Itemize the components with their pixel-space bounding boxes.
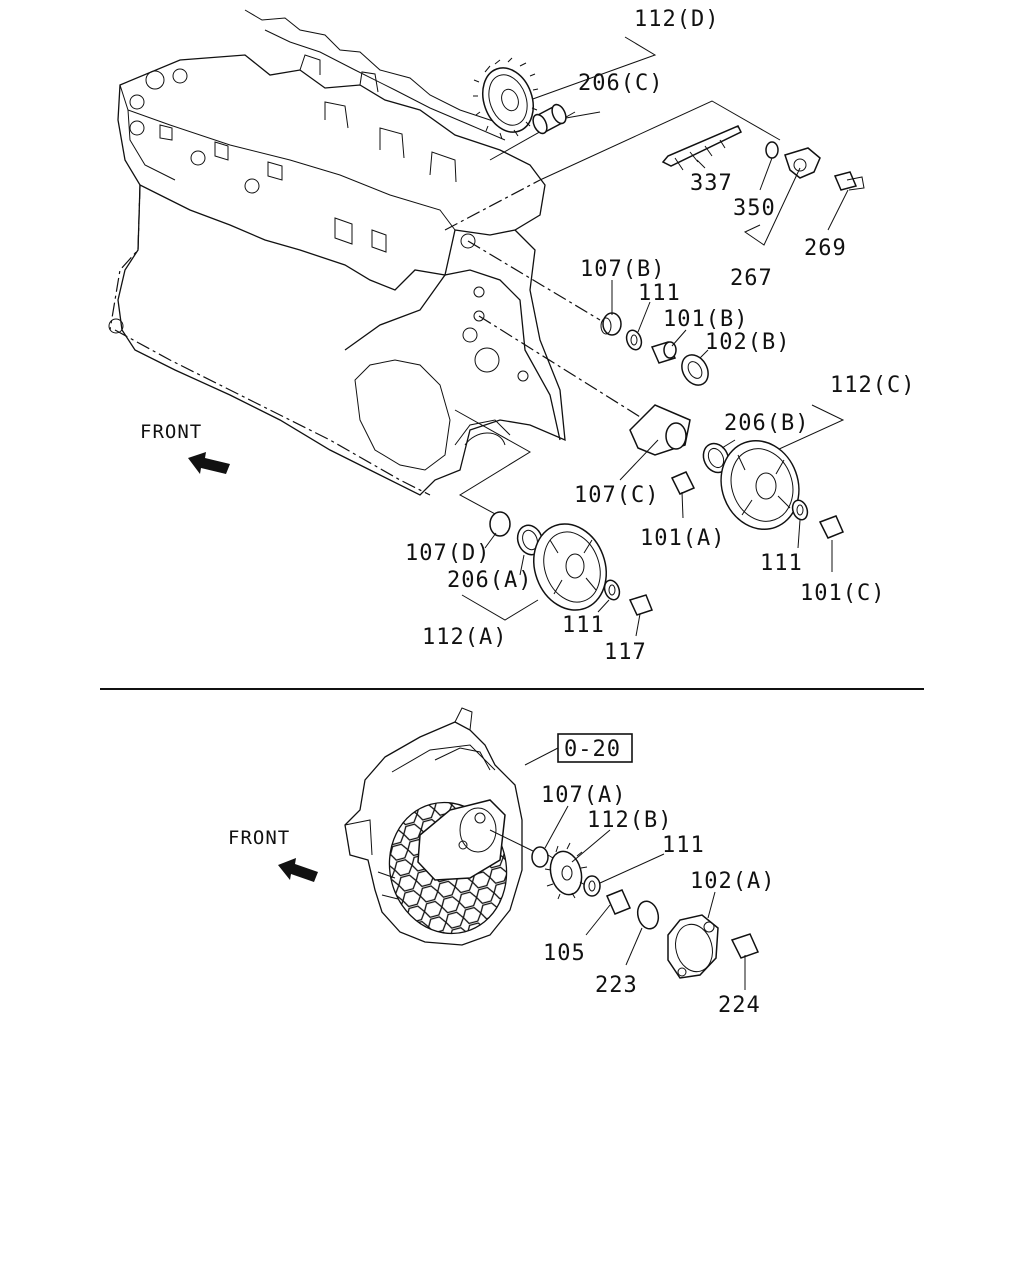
label-269: 269 [804, 236, 847, 261]
label-350: 350 [733, 196, 776, 221]
engine-block [108, 9, 566, 496]
label-leaders-top [461, 111, 849, 637]
front-marker-bottom: FRONT [228, 827, 318, 882]
label-111-right: 111 [760, 551, 803, 576]
reference-label: 0-20 [564, 737, 621, 762]
label-leaders-bottom [544, 805, 746, 990]
label-111-bottom: 111 [662, 833, 705, 858]
label-117: 117 [604, 640, 647, 665]
label-105: 105 [543, 941, 586, 966]
label-101a: 101(A) [640, 526, 725, 551]
label-112a: 112(A) [422, 625, 507, 650]
part-labels-top: 112(D) 206(C) 337 350 269 267 107(B) 111… [405, 7, 915, 665]
arrow-left-icon [278, 858, 318, 882]
label-337: 337 [690, 171, 733, 196]
parts-107b-group [600, 312, 709, 386]
label-102a: 102(A) [690, 869, 775, 894]
label-101c: 101(C) [800, 581, 885, 606]
front-marker-top: FRONT [140, 421, 230, 474]
label-206b: 206(B) [724, 411, 809, 436]
bolt-269 [833, 171, 858, 191]
sensor-269 [784, 147, 821, 179]
label-107a: 107(A) [541, 783, 626, 808]
bushing-206c [532, 103, 567, 135]
label-112c: 112(C) [830, 373, 915, 398]
o-ring-350 [765, 141, 779, 159]
label-107d: 107(D) [405, 541, 490, 566]
label-223: 223 [595, 973, 638, 998]
front-label-top: FRONT [140, 421, 202, 443]
reference-box: 0-20 [524, 733, 633, 766]
label-267: 267 [730, 266, 773, 291]
harness-clip-337 [661, 125, 743, 167]
pto-gear-group [531, 842, 760, 979]
label-206c: 206(C) [578, 71, 663, 96]
label-102b: 102(B) [705, 330, 790, 355]
label-224: 224 [718, 993, 761, 1018]
label-107b: 107(B) [580, 257, 665, 282]
label-112d: 112(D) [634, 7, 719, 32]
label-107c: 107(C) [574, 483, 659, 508]
label-111-lower: 111 [562, 613, 605, 638]
idler-112c-group [629, 404, 844, 539]
front-label-bottom: FRONT [228, 827, 290, 849]
sensor-group [661, 125, 865, 191]
flywheel-housing [344, 707, 523, 946]
label-111-top: 111 [638, 281, 681, 306]
label-112b: 112(B) [587, 808, 672, 833]
assembly-leaders [444, 36, 845, 523]
gear-112d [473, 57, 539, 140]
gear-112a-group [489, 511, 653, 616]
arrow-left-icon [188, 452, 230, 474]
part-labels-bottom: 107(A) 112(B) 111 102(A) 105 223 224 [541, 783, 775, 1018]
bottom-assembly-leader [489, 829, 536, 853]
label-101b: 101(B) [663, 307, 748, 332]
label-206a: 206(A) [447, 568, 532, 593]
